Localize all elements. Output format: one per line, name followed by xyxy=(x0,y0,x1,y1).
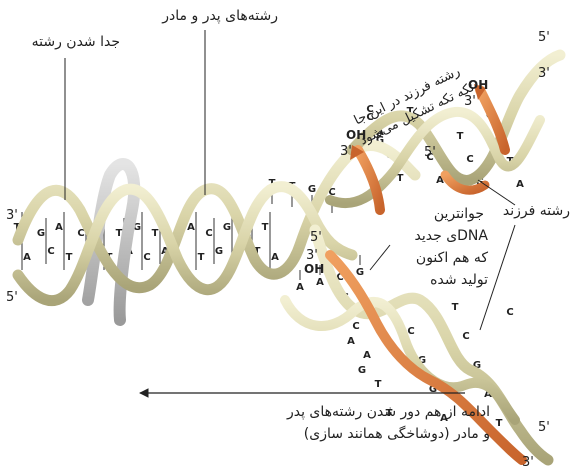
base-letter: T xyxy=(262,222,269,233)
end-upper-oh-3: 3' xyxy=(340,144,352,159)
upper-branch-base-letter: C xyxy=(466,154,473,165)
end-bottom-3: 3' xyxy=(522,455,534,470)
label-continuation-2: و مادر (دوشاخگی همانند سازی) xyxy=(228,426,490,442)
base-letter: C xyxy=(143,252,150,263)
base-letter: T xyxy=(66,252,73,263)
unpaired-base-letter: A xyxy=(296,282,304,293)
end-mid-oh: OH xyxy=(304,262,324,276)
end-upper-oh: OH xyxy=(346,128,366,142)
end-upper-oh-top-3: 3' xyxy=(464,94,476,109)
label-newest-dna-4: تولید شده xyxy=(400,272,488,288)
label-daughter-strand: رشته فرزند xyxy=(478,203,570,219)
unpaired-base-letter: G xyxy=(356,267,364,278)
label-newest-dna-1: جوانترین xyxy=(404,206,484,222)
leader-daughter-strand xyxy=(478,180,515,205)
upper-branch-base-letter: T xyxy=(457,131,464,142)
unpaired-base-letter: A xyxy=(316,277,324,288)
base-letter: G xyxy=(223,222,231,233)
lower-branch-base-letter: C xyxy=(506,307,513,318)
base-letter: C xyxy=(205,228,212,239)
lower-branch-base-letter: C xyxy=(352,321,359,332)
unpaired-base-letter: G xyxy=(308,184,316,195)
base-letter: A xyxy=(271,252,279,263)
end-left-3: 3' xyxy=(6,208,18,223)
lower-branch-base-letter: G xyxy=(358,365,366,376)
lower-branch-base-letter: T xyxy=(452,302,459,313)
label-strand-separation: جدا شدن رشته xyxy=(12,34,120,50)
lower-branch-base-letter: A xyxy=(347,336,355,347)
base-letter: G xyxy=(215,246,223,257)
base-letter: T xyxy=(152,228,159,239)
label-newest-dna-2: DNAی جدید xyxy=(400,228,488,244)
end-left-5: 5' xyxy=(6,290,18,305)
label-newest-dna-3: که هم اکنون xyxy=(400,250,488,266)
lower-branch-base-letter: T xyxy=(375,379,382,390)
upper-branch-base-letter: A xyxy=(516,179,524,190)
base-letter: C xyxy=(47,246,54,257)
lower-branch-base-letter: C xyxy=(462,331,469,342)
base-letter: T xyxy=(198,252,205,263)
base-letter: A xyxy=(23,252,31,263)
base-letter: A xyxy=(187,222,195,233)
end-mid-5: 5' xyxy=(424,145,436,160)
leader-newest-dna xyxy=(370,245,390,270)
label-parent-strands: رشته‌های پدر و مادر xyxy=(128,8,278,24)
base-letter: A xyxy=(55,222,63,233)
end-bottom-5: 5' xyxy=(538,420,550,435)
lower-branch-base-letter: T xyxy=(496,418,503,429)
label-continuation-1: ادامه از هم دور شدن رشته‌های پدر xyxy=(228,404,490,420)
end-mid-3: 3' xyxy=(306,248,318,263)
lower-branch-base-letter: A xyxy=(363,350,371,361)
base-letter: G xyxy=(37,228,45,239)
end-top-3: 3' xyxy=(538,66,550,81)
end-upper-oh-top: OH xyxy=(468,78,488,92)
end-top-5: 5' xyxy=(538,30,550,45)
end-mid-5b: 5' xyxy=(310,230,322,245)
